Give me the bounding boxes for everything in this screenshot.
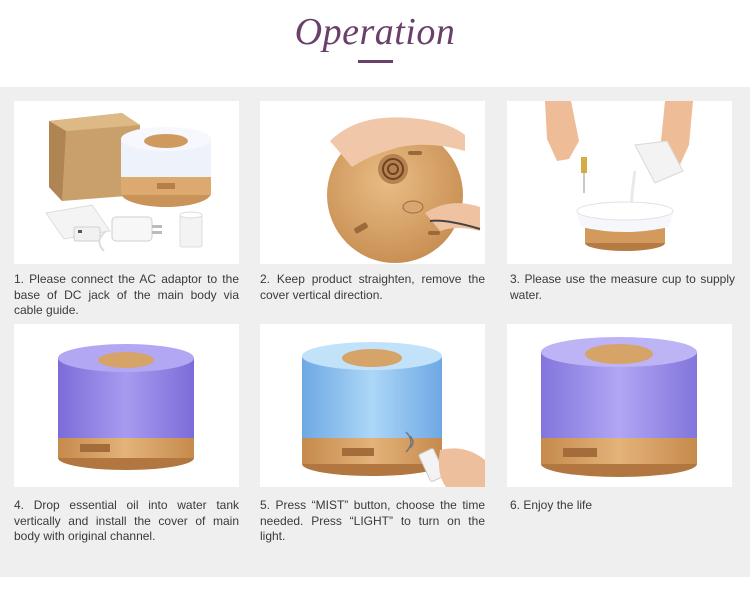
remote-icon xyxy=(73,226,101,242)
diffuser-purple-icon xyxy=(541,337,697,477)
step-2-image xyxy=(260,101,485,264)
diffuser-icon xyxy=(576,201,674,251)
step-1-caption: 1. Please connect the AC adaptor to the … xyxy=(14,272,239,317)
box-icon xyxy=(49,113,140,201)
page-footer xyxy=(0,577,750,609)
diffuser-purple-icon xyxy=(58,344,194,470)
step-5-image xyxy=(260,324,485,487)
step-3-caption: 3. Please use the measure cup to supply … xyxy=(510,272,735,302)
hand-icon xyxy=(330,117,481,231)
title-underline xyxy=(358,60,393,63)
diffuser-icon xyxy=(121,127,211,207)
diffuser-blue-icon xyxy=(302,342,442,476)
adaptor-icon xyxy=(98,216,162,252)
step-5-caption: 5. Press “MIST” button, choose the time … xyxy=(260,498,485,543)
dropper-icon xyxy=(581,157,587,193)
step-4-image xyxy=(14,324,239,487)
page-header: Operation xyxy=(0,0,750,87)
step-6-caption: 6. Enjoy the life xyxy=(510,498,593,512)
cup-icon xyxy=(179,211,203,248)
step-6-image xyxy=(507,324,732,487)
page-title: Operation xyxy=(294,11,456,53)
step-1-image xyxy=(14,101,239,264)
step-4-caption: 4. Drop essential oil into water tank ve… xyxy=(14,498,239,543)
step-2-caption: 2. Keep product straighten, remove the c… xyxy=(260,272,485,302)
remote-icon xyxy=(405,431,446,482)
step-3-image xyxy=(507,101,732,264)
hand-icon xyxy=(438,448,485,487)
